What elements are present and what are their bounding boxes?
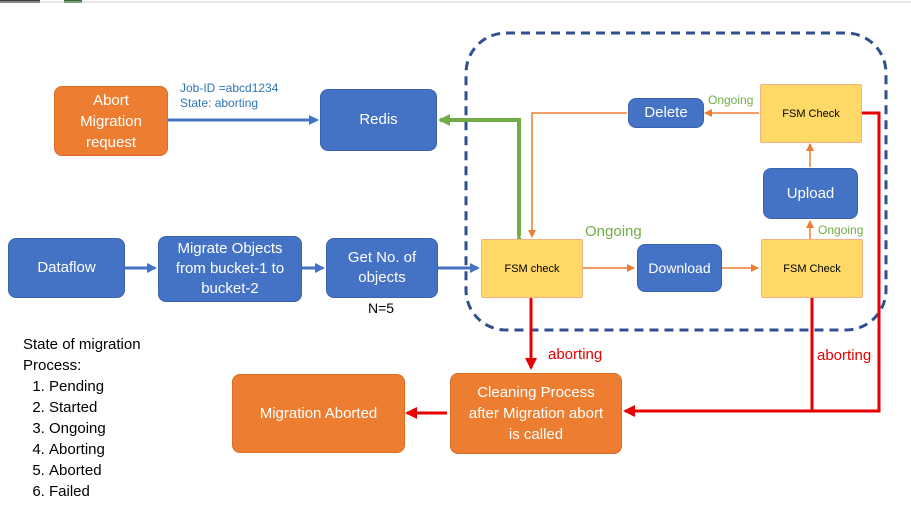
aborting-label-1: aborting <box>548 346 603 363</box>
arrow-redis-fsm-sync <box>438 114 525 246</box>
migration-aborted-node: Migration Aborted <box>232 374 405 453</box>
legend-title-line1: State of migration <box>23 336 141 353</box>
aborting-label-2: aborting <box>817 347 872 364</box>
migration-state-legend: State of migration Process: Pending Star… <box>23 334 141 502</box>
fsm-check-node-3: FSM Check <box>760 84 862 143</box>
abort-migration-request-node: Abort Migration request <box>54 86 168 156</box>
legend-item: Aborted <box>49 460 141 481</box>
delete-node: Delete <box>628 98 704 128</box>
state-label: State: aborting <box>180 96 259 110</box>
arrow-fsm3-aborting <box>812 111 881 413</box>
dataflow-node: Dataflow <box>8 238 125 298</box>
get-object-count-node: Get No. of objects <box>326 238 438 298</box>
object-count-label: N=5 <box>368 300 395 316</box>
legend-list: Pending Started Ongoing Aborting Aborted… <box>23 376 141 502</box>
arrow-fsm2-aborting <box>623 298 814 417</box>
legend-title-line2: Process: <box>23 357 82 374</box>
fsm-check-node-2: FSM Check <box>761 239 863 298</box>
fsm-check-node-1: FSM check <box>481 239 583 298</box>
arrow-delete-to-fsm <box>528 112 627 238</box>
download-node: Download <box>637 244 722 292</box>
legend-item: Pending <box>49 376 141 397</box>
redis-node: Redis <box>320 89 437 151</box>
upload-node: Upload <box>763 168 858 219</box>
legend-item: Ongoing <box>49 418 141 439</box>
ongoing-label-main: Ongoing <box>585 223 642 240</box>
legend-item: Started <box>49 397 141 418</box>
cleaning-process-node: Cleaning Process after Migration abort i… <box>450 373 622 454</box>
ongoing-label-upload: Ongoing <box>818 223 864 237</box>
ongoing-label-delete: Ongoing <box>708 93 754 107</box>
legend-item: Failed <box>49 481 141 502</box>
migrate-objects-node: Migrate Objects from bucket-1 to bucket-… <box>158 236 302 302</box>
job-id-label: Job-ID =abcd1234 <box>180 81 279 95</box>
legend-item: Aborting <box>49 439 141 460</box>
